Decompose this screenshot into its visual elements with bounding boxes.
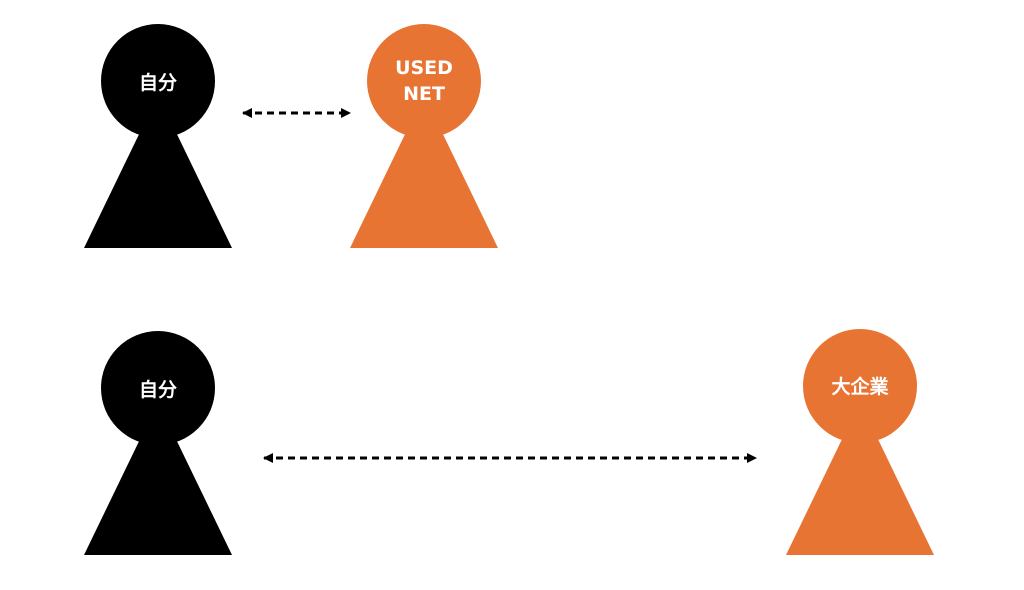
row2-partner-head: [803, 329, 917, 443]
row1-partner-label-line2: NET: [403, 83, 445, 105]
row2-partner-body: [786, 402, 934, 555]
row1-partner-body: [350, 95, 498, 248]
row1-self-head: [101, 24, 215, 138]
row2-self-figure: 自分: [84, 331, 232, 555]
row1-self-body: [84, 95, 232, 248]
row2-partner-figure: 大企業: [786, 329, 934, 555]
row2-partner-label: 大企業: [831, 375, 889, 398]
row2-self-body: [84, 402, 232, 555]
row1-self-figure: 自分: [84, 24, 232, 248]
row1-self-label: 自分: [139, 71, 177, 94]
row1-partner-figure: USED NET: [350, 24, 498, 248]
row2-self-head: [101, 331, 215, 445]
row1-partner-label-line1: USED: [395, 57, 453, 79]
row2-self-label: 自分: [139, 378, 177, 401]
row1-partner-head: [367, 24, 481, 138]
